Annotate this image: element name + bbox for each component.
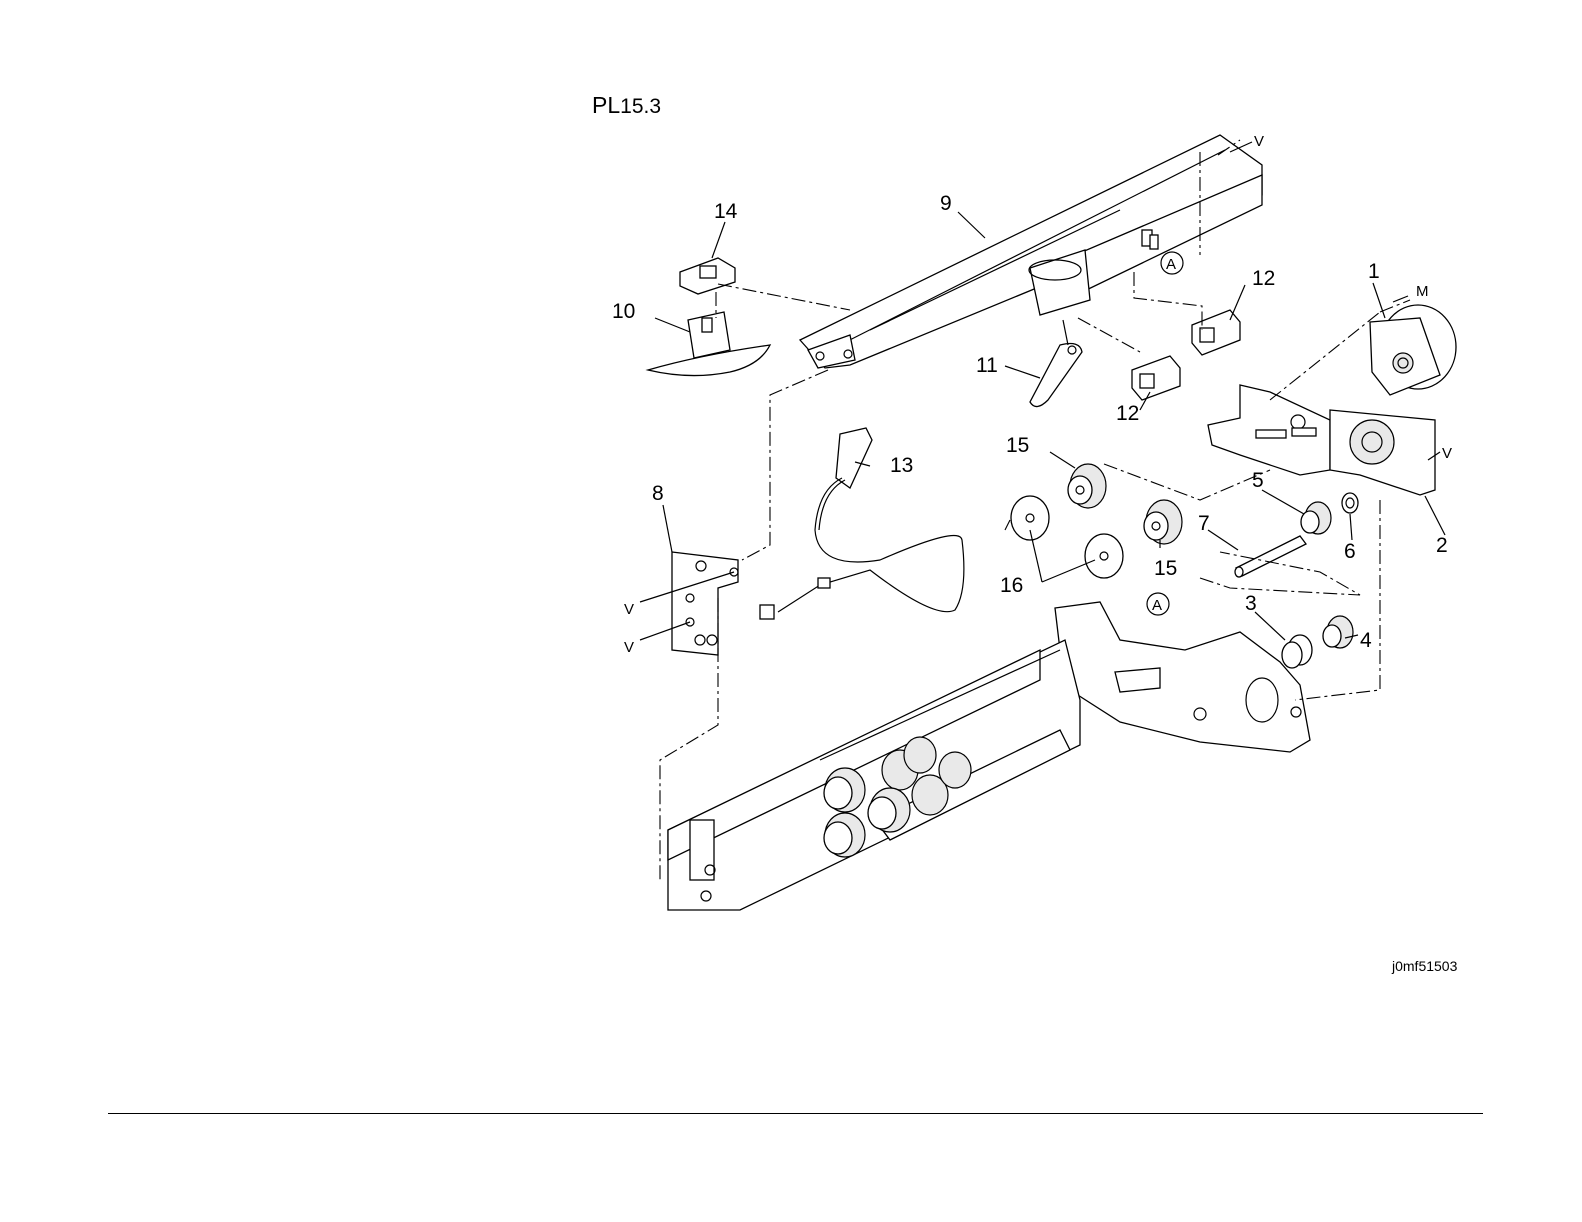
disc-16-upper-part [1011,496,1049,540]
fastener-v-left-upper: V [624,601,634,618]
footer-divider [108,1113,1483,1114]
callout-1: 1 [1368,260,1380,283]
fastener-v-right: V [1442,445,1452,462]
callout-14: 14 [714,200,738,223]
callout-8: 8 [652,482,664,505]
harness-13-part [760,428,964,619]
side-plate-8-part [672,552,738,655]
callout-11: 11 [976,354,998,377]
disc-16-lower-part [1085,534,1123,578]
callout-3: 3 [1245,592,1257,615]
flap-10-part [648,312,770,376]
callout-9: 9 [940,192,952,215]
drive-bracket-2-part [1208,385,1435,495]
callout-2: 2 [1436,534,1448,557]
gear-15-lower-part [1144,500,1182,544]
motor-1-part [1370,305,1456,395]
motor-marker: M [1416,283,1429,300]
callout-13: 13 [890,454,913,477]
callout-12-upper: 12 [1252,267,1275,290]
callout-12-lower: 12 [1116,402,1139,425]
figure-code: j0mf51503 [1392,958,1457,974]
fastener-v-top: V [1254,133,1264,150]
callout-7: 7 [1198,512,1210,535]
lower-frame-part [668,602,1310,910]
actuator-11-part [1030,320,1082,407]
sensor-12-lower-part [1132,356,1180,400]
callout-5: 5 [1252,469,1264,492]
callout-15-upper: 15 [1006,434,1029,457]
gear-4-part [1323,616,1353,648]
bearing-6-part [1342,493,1358,513]
reference-a-upper: A [1166,256,1176,273]
callout-10: 10 [612,300,635,323]
callout-4: 4 [1360,629,1372,652]
callout-6: 6 [1344,540,1356,563]
roller-3-part [1282,635,1312,668]
reference-a-lower: A [1152,597,1162,614]
gear-5-part [1301,502,1331,534]
gear-15-upper-part [1068,464,1106,508]
sensor-12-upper-part [1192,310,1240,355]
fastener-v-left-lower: V [624,639,634,656]
shaft-7-part [1235,536,1306,577]
callout-15-lower: 15 [1154,557,1177,580]
callout-16: 16 [1000,574,1023,597]
bracket-14-part [680,258,735,294]
